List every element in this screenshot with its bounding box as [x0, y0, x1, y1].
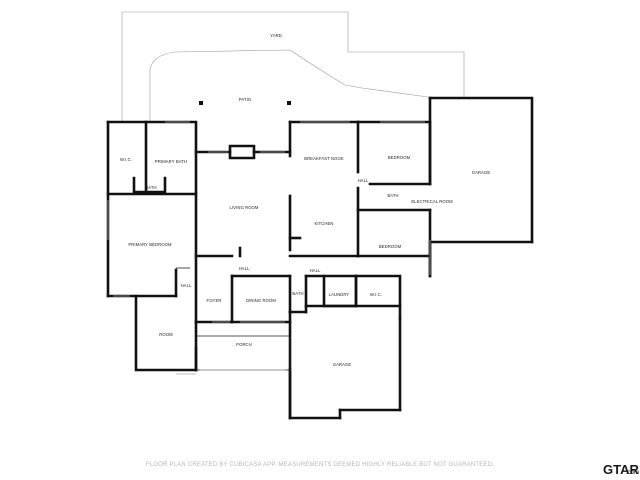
label-primary-bath: PRIMARY BATH [155, 159, 187, 164]
footer-disclaimer: FLOOR PLAN CREATED BY CUBICASA APP. MEAS… [146, 462, 494, 468]
label-hall-4: HALL [181, 283, 192, 288]
label-electrical-room: ELECTRICAL ROOM [411, 199, 453, 204]
label-bedroom-1: BEDROOM [388, 155, 411, 160]
label-hall-3: HALL [310, 268, 321, 273]
label-kitchen: KITCHEN [314, 221, 333, 226]
label-hall-1: HALL [358, 178, 369, 183]
label-breakfast-nook: BREAKFAST NOOK [304, 156, 344, 161]
label-porch: PORCH [236, 342, 252, 347]
gtar-logo: GTAR .com [603, 462, 639, 477]
label-yard: YARD [270, 33, 282, 38]
label-foyer: FOYER [207, 298, 222, 303]
label-bedroom-2: BEDROOM [379, 244, 402, 249]
label-hall-2: HALL [239, 266, 250, 271]
label-bath-small: BATH [145, 185, 156, 190]
label-bath-3: BATH [292, 291, 303, 296]
label-garage-1: GARAGE [472, 170, 491, 175]
openings [107, 121, 431, 375]
logo-tld: .com [626, 470, 639, 476]
label-garage-2: GARAGE [333, 362, 352, 367]
room-labels: YARD PATIO W.I.C. PRIMARY BATH BATH BREA… [120, 33, 490, 367]
label-living-room: LIVING ROOM [229, 205, 258, 210]
label-patio: PATIO [239, 97, 252, 102]
label-wic-2: W.I.C. [370, 292, 382, 297]
label-primary-bedroom: PRIMARY BEDROOM [128, 242, 172, 247]
label-dining-room: DINING ROOM [246, 298, 276, 303]
logo-text: GTAR [603, 462, 639, 477]
label-bath-2: BATH [387, 193, 398, 198]
label-laundry: LAUNDRY [329, 292, 350, 297]
label-room: ROOM [159, 332, 173, 337]
walls [106, 96, 534, 420]
label-wic-primary: W.I.C. [120, 157, 132, 162]
yard-outline [121, 11, 465, 122]
patio-posts [199, 101, 291, 105]
